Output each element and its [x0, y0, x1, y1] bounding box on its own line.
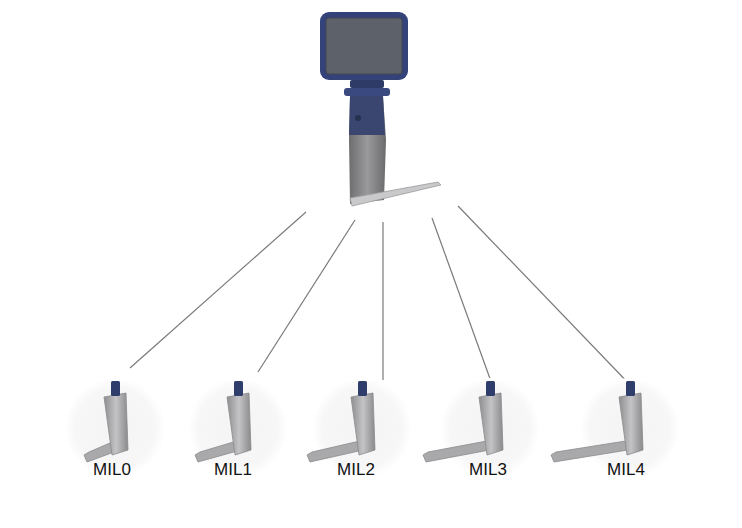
blade-connector — [358, 381, 367, 396]
blade-connector — [111, 381, 120, 396]
blade-body — [351, 393, 375, 455]
blade-size-label: MIL1 — [214, 460, 252, 480]
blade-size-label: MIL2 — [337, 460, 375, 480]
blade-size-label: MIL3 — [469, 460, 507, 480]
blade-body — [227, 393, 251, 455]
blade-body — [104, 393, 128, 455]
blade-size-label: MIL4 — [607, 460, 645, 480]
blade-connector — [626, 381, 635, 396]
blade-body — [479, 393, 503, 455]
blade-connector — [486, 381, 495, 396]
leader-lines — [130, 206, 635, 398]
video-laryngoscope — [320, 12, 441, 206]
blade-connector — [234, 381, 243, 396]
blade-body — [619, 393, 643, 455]
blade-size-label: MIL0 — [93, 460, 131, 480]
